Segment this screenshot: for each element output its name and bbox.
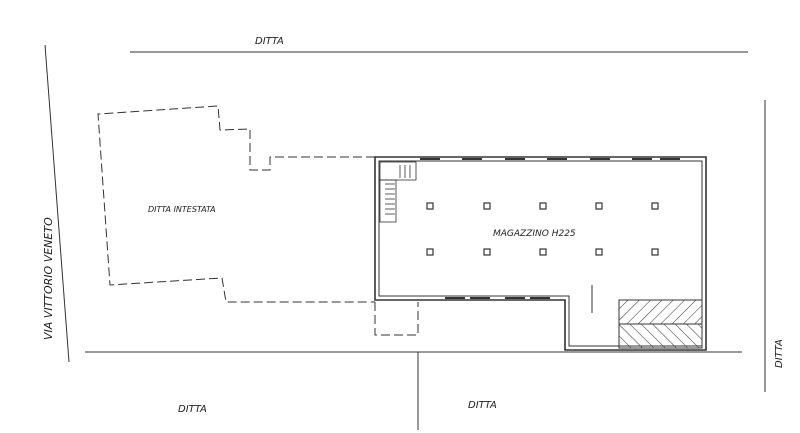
hatched-area-lower: [618, 323, 703, 349]
label-ditta-intestata: DITTA INTESTATA: [148, 205, 216, 214]
hatched-area-upper: [618, 299, 703, 325]
column: [483, 248, 491, 256]
column: [483, 202, 491, 210]
label-magazzino: MAGAZZINO H225: [493, 229, 576, 239]
warehouse-inner-wall: [378, 160, 703, 347]
column: [539, 202, 547, 210]
column: [539, 248, 547, 256]
warehouse-outer-wall: [374, 156, 707, 351]
column: [595, 202, 603, 210]
label-street: VIA VITTORIO VENETO: [42, 217, 55, 340]
owner-building-outline: [97, 105, 375, 303]
label-ditta-bottom-right: DITTA: [468, 400, 497, 411]
column: [595, 248, 603, 256]
columns: [426, 202, 659, 256]
column: [651, 202, 659, 210]
staircase: [379, 161, 417, 223]
label-ditta-right: DITTA: [774, 339, 785, 368]
column: [651, 248, 659, 256]
column: [426, 202, 434, 210]
label-ditta-top: DITTA: [255, 36, 284, 47]
column: [426, 248, 434, 256]
annex-outline: [374, 302, 419, 336]
label-ditta-bottom-left: DITTA: [178, 404, 207, 415]
street-line: [44, 44, 70, 363]
